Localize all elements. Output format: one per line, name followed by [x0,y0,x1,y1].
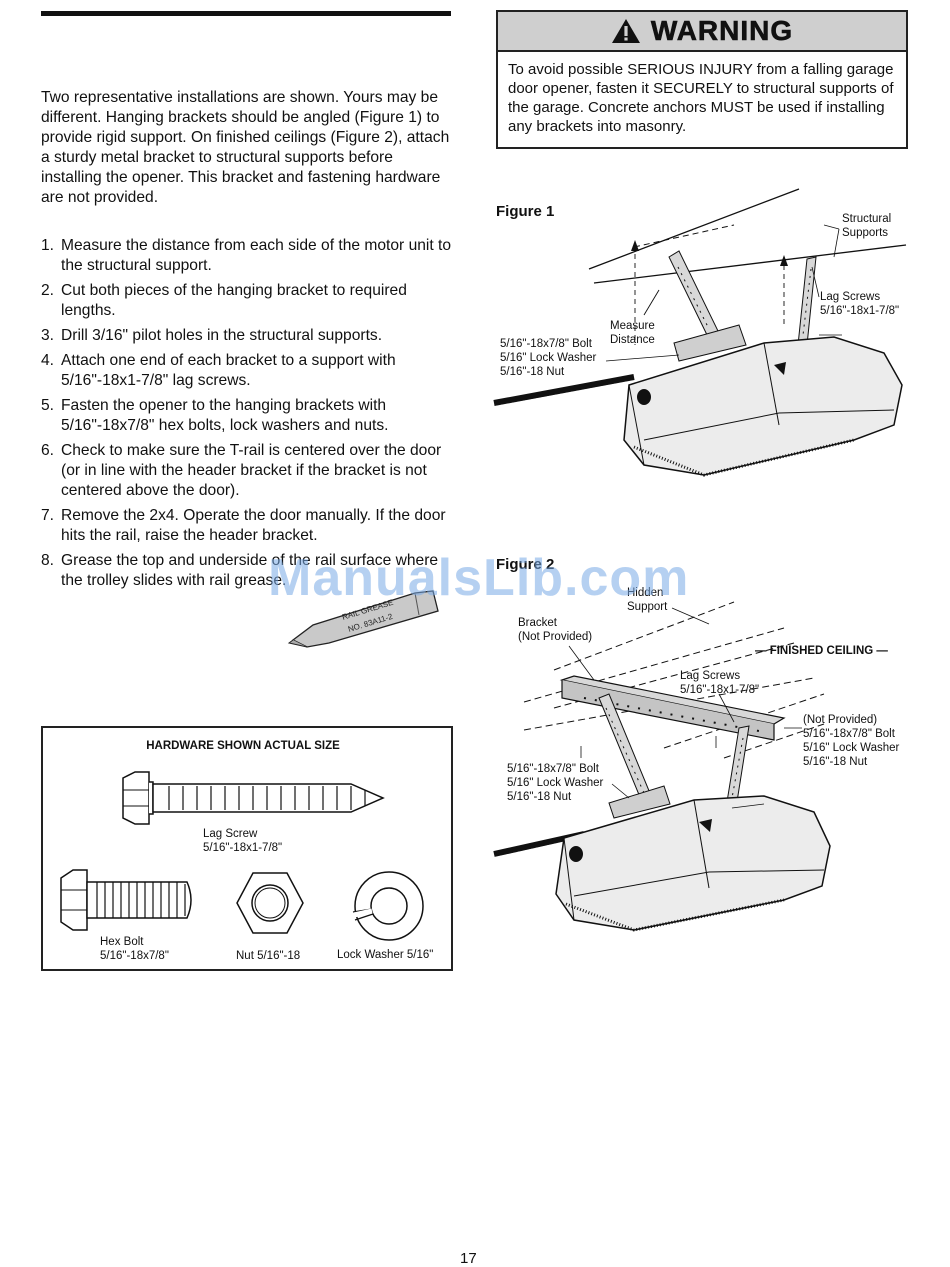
steps-list: 1.Measure the distance from each side of… [41,236,453,596]
lock-washer-icon [352,871,424,941]
fig2-bolt-left-label: 5/16"-18x7/8" Bolt 5/16" Lock Washer 5/1… [507,763,604,803]
fig1-lag-screws-label: Lag Screws 5/16"-18x1-7/8" [820,291,900,317]
fig1-measure-label: Measure Distance [610,320,655,346]
warning-text: To avoid possible SERIOUS INJURY from a … [508,61,894,135]
hex-bolt-icon [60,869,192,931]
figure1-label: Figure 1 [496,203,555,220]
warning-title: WARNING [650,15,794,47]
hex-bolt-label: Hex Bolt 5/16"-18x7/8" [100,936,169,962]
fig2-finished-ceiling-label: — FINISHED CEILING — [755,645,888,657]
list-item: 7.Remove the 2x4. Operate the door manua… [41,507,446,544]
fig2-lag-screws-label: Lag Screws 5/16"-18x1-7/8" [680,670,760,696]
watermark: ManualsLib.com [268,549,690,607]
intro-paragraph: Two representative installations are sho… [41,89,450,206]
lag-screw-icon [122,771,385,825]
warning-triangle-icon [611,19,640,43]
page-number: 17 [460,1250,477,1267]
lag-screw-label: Lag Screw 5/16"-18x1-7/8" [203,828,283,854]
list-item: 3.Drill 3/16" pilot holes in the structu… [41,327,383,344]
hardware-box: HARDWARE SHOWN ACTUAL SIZE Lag Screw 5/1… [41,726,453,971]
list-item: 1.Measure the distance from each side of… [41,237,452,274]
nut-label: Nut 5/16"-18 [236,950,301,962]
fig2-hidden-support-label: Hidden Support [627,587,668,613]
warning-header: WARNING [498,12,906,52]
fig1-bolt-label: 5/16"-18x7/8" Bolt 5/16" Lock Washer 5/1… [500,338,597,378]
list-item: 2.Cut both pieces of the hanging bracket… [41,282,407,319]
fig2-bolt-right-label: (Not Provided) 5/16"-18x7/8" Bolt 5/16" … [803,714,900,768]
figure1-illustration [493,188,907,477]
lock-washer-label: Lock Washer 5/16" [337,949,434,961]
list-item: 8.Grease the top and underside of the ra… [41,552,439,589]
figure2-label: Figure 2 [496,556,555,573]
nut-icon [236,872,304,934]
fig1-structural-label: Structural Supports [842,213,892,239]
fig2-bracket-label: Bracket (Not Provided) [518,617,593,643]
list-item: 6.Check to make sure the T-rail is cente… [41,442,442,499]
figure2-illustration [493,601,831,932]
list-item: 4.Attach one end of each bracket to a su… [41,352,396,389]
hardware-title: HARDWARE SHOWN ACTUAL SIZE [146,740,340,752]
rail-grease-tube-illustration: RAIL GREASE NO. 83A11-2 [287,590,439,648]
warning-box: WARNING To avoid possible SERIOUS INJURY… [496,10,908,149]
list-item: 5.Fasten the opener to the hanging brack… [41,397,389,434]
section-rule [41,11,451,16]
